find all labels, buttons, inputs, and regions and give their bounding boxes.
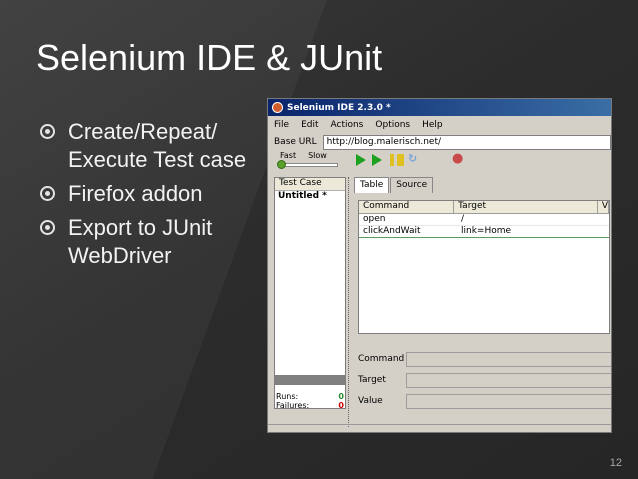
- table-header: Command Target V: [359, 201, 609, 214]
- bullet-list: Create/Repeat/ Execute Test case Firefox…: [40, 118, 260, 276]
- tab-table[interactable]: Table: [354, 177, 390, 193]
- record-icon[interactable]: ●: [452, 151, 464, 166]
- slide-number: 12: [609, 457, 622, 469]
- play-suite-icon[interactable]: [356, 154, 366, 166]
- progress-bar: [274, 375, 346, 385]
- menu-help[interactable]: Help: [422, 119, 443, 130]
- row-target: link=Home: [461, 226, 512, 236]
- command-field-row: Command: [358, 351, 611, 367]
- speed-fast-label: Fast: [280, 151, 297, 160]
- column-command[interactable]: Command: [359, 201, 455, 213]
- tab-source[interactable]: Source: [390, 177, 434, 193]
- column-value[interactable]: V: [598, 201, 609, 213]
- test-case-header: Test Case: [275, 178, 345, 191]
- target-field[interactable]: [406, 372, 611, 388]
- window-title: Selenium IDE 2.3.0 *: [287, 102, 391, 113]
- selenium-app-icon: [272, 102, 283, 113]
- command-label: Command: [358, 354, 405, 364]
- table-row[interactable]: open /: [359, 214, 609, 226]
- base-url-row: Base URL http://blog.malerisch.net/: [268, 133, 611, 151]
- test-case-item[interactable]: Untitled *: [278, 191, 327, 201]
- value-label: Value: [358, 396, 383, 406]
- pane-splitter[interactable]: [348, 177, 352, 427]
- menu-file[interactable]: File: [274, 119, 290, 130]
- base-url-label: Base URL: [274, 137, 317, 147]
- menu-options[interactable]: Options: [375, 119, 411, 130]
- bullet-item: Export to JUnit WebDriver: [40, 214, 260, 270]
- toolbar: Fast Slow ↻ ●: [268, 151, 611, 173]
- circle-bullet-icon: [40, 124, 55, 139]
- failures-label: Failures:: [276, 401, 310, 410]
- bullet-item: Create/Repeat/ Execute Test case: [40, 118, 260, 174]
- command-table: Command Target V open / clickAndWait lin…: [358, 200, 610, 334]
- value-field-row: Value: [358, 393, 611, 409]
- window-titlebar[interactable]: Selenium IDE 2.3.0 *: [268, 99, 611, 116]
- command-field[interactable]: [406, 351, 611, 367]
- rollup-icon[interactable]: ↻: [408, 152, 418, 165]
- page-title: Selenium IDE & JUnit: [36, 37, 383, 78]
- target-field-row: Target: [358, 372, 611, 388]
- runs-value: 0: [338, 392, 344, 401]
- menu-edit[interactable]: Edit: [301, 119, 319, 130]
- test-case-pane: Test Case Untitled *: [274, 177, 346, 409]
- row-command: clickAndWait: [363, 226, 421, 236]
- target-label: Target: [358, 375, 386, 385]
- circle-bullet-icon: [40, 186, 55, 201]
- value-field[interactable]: [406, 393, 611, 409]
- failures-value: 0: [338, 401, 344, 410]
- editor-tabs: Table Source: [354, 177, 434, 193]
- bullet-text: Firefox addon: [68, 181, 203, 206]
- selenium-ide-window: Selenium IDE 2.3.0 * File Edit Actions O…: [267, 98, 612, 433]
- base-url-input[interactable]: http://blog.malerisch.net/: [322, 134, 611, 150]
- status-bar: [268, 424, 611, 432]
- pause-icon[interactable]: [390, 154, 404, 166]
- speed-slow-label: Slow: [308, 151, 327, 160]
- circle-bullet-icon: [40, 220, 55, 235]
- speed-slider-knob[interactable]: [277, 160, 286, 169]
- speed-slider[interactable]: [278, 163, 338, 167]
- table-row[interactable]: clickAndWait link=Home: [359, 226, 609, 238]
- runs-label: Runs:: [276, 392, 299, 401]
- menu-bar: File Edit Actions Options Help: [268, 116, 611, 133]
- play-test-icon[interactable]: [372, 154, 382, 166]
- row-command: open: [363, 214, 386, 224]
- bullet-text: Create/Repeat/ Execute Test case: [68, 119, 247, 172]
- column-target[interactable]: Target: [454, 201, 598, 213]
- row-target: /: [461, 214, 465, 224]
- speed-labels: Fast Slow: [280, 151, 339, 160]
- menu-actions[interactable]: Actions: [330, 119, 364, 130]
- bullet-item: Firefox addon: [40, 180, 260, 208]
- bullet-text: Export to JUnit WebDriver: [68, 215, 213, 268]
- run-stats: Runs: 0 Failures: 0: [276, 392, 344, 410]
